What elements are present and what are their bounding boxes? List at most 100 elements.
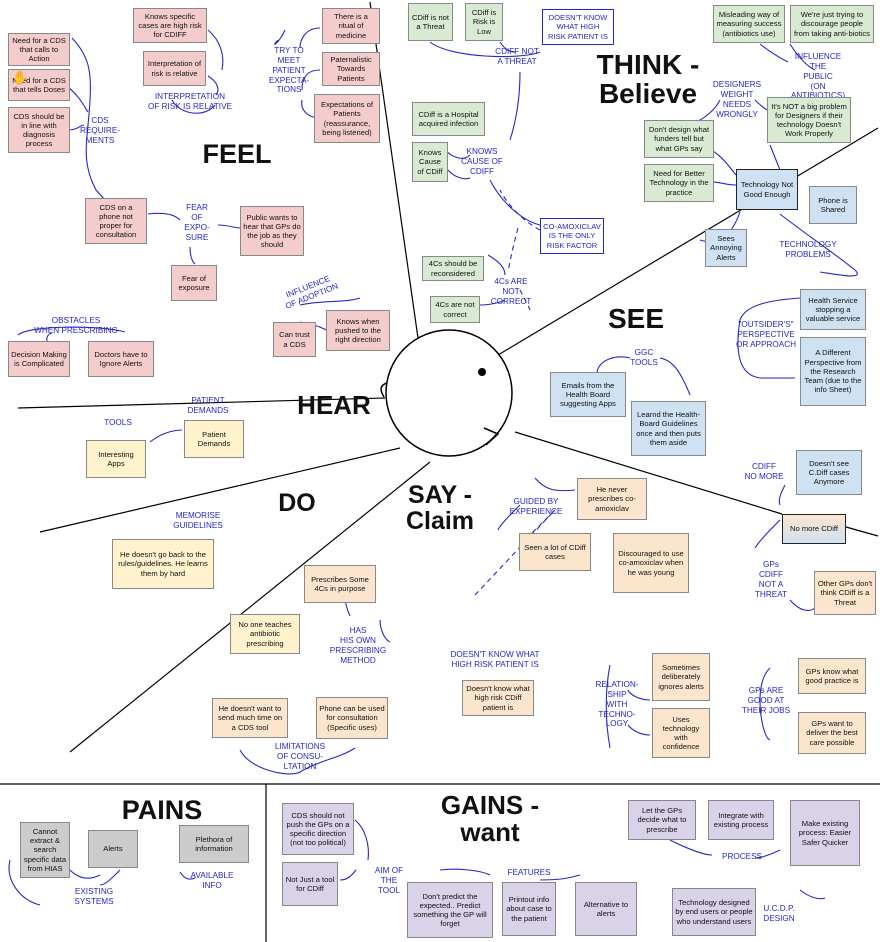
note-doesnt-know-high-risk: Doesn't know what high risk CDiff patien… bbox=[462, 680, 534, 716]
section-hear: HEAR bbox=[297, 390, 371, 420]
note-phone-consultation: Phone can be used for consultation (Spec… bbox=[316, 697, 388, 739]
note-doesnt-want-cds-time: He doesn't want to send much time on a C… bbox=[212, 698, 288, 738]
note-paternalistic: Paternalistic Towards Patients bbox=[322, 52, 380, 86]
note-gps-know-practice: GPs know what good practice is bbox=[798, 658, 866, 694]
label-memorise: MEMORISE GUIDELINES bbox=[173, 511, 223, 530]
dashed-link-a bbox=[474, 509, 556, 596]
section-see: SEE bbox=[607, 303, 665, 334]
note-prescribes-4cs: Prescribes Some 4Cs in purpose bbox=[304, 565, 376, 603]
note-let-gps-decide: Let the GPs decide what to prescribe bbox=[628, 800, 696, 840]
label-coamoxiclav-risk: CO-AMOXICLAV IS THE ONLY RISK FACTOR bbox=[540, 218, 604, 254]
label-cds-requirements: CDS REQUIRE- MENTS bbox=[79, 116, 121, 145]
note-other-gps-cdiff: Other GPs don't think CDiff is a Threat bbox=[814, 571, 876, 615]
label-own-method: HAS HIS OWN PRESCRIBING METHOD bbox=[329, 626, 387, 665]
coamoxiclav-risk-text: CO-AMOXICLAV IS THE ONLY RISK FACTOR bbox=[543, 222, 601, 250]
label-limitations: LIMITATIONS OF CONSU- LTATION bbox=[274, 742, 326, 771]
note-doesnt-see-cdiff: Doesn't see C.Diff cases Anymore bbox=[796, 450, 862, 495]
note-interpretation-relative: Interpretation of risk is relative bbox=[143, 51, 206, 86]
label-ggc-tools: GGC TOOLS bbox=[630, 348, 658, 367]
note-integrate-process: Integrate with existing process bbox=[708, 800, 774, 840]
note-never-prescribes: He never prescribes co-amoxiclav bbox=[577, 478, 647, 520]
section-feel: FEEL bbox=[202, 139, 272, 169]
note-cds-should-not-push: CDS should not push the GPs on a specifi… bbox=[282, 803, 354, 855]
label-patient-demands: PATIENT DEMANDS bbox=[187, 396, 229, 415]
label-technology-problems: TECHNOLOGY PROBLEMS bbox=[779, 240, 837, 259]
label-dont-know-high-risk: DOESN'T KNOW WHAT HIGH RISK PATIENT IS bbox=[542, 9, 614, 45]
note-4cs-not-correct: 4Cs are not correct bbox=[430, 296, 480, 323]
label-tools: TOOLS bbox=[104, 418, 132, 427]
label-doesnt-know-what: DOESN'T KNOW WHAT HIGH RISK PATIENT IS bbox=[450, 650, 540, 669]
note-alternative-alerts: Alternative to alerts bbox=[575, 882, 637, 936]
label-designers-weight: DESIGNERS WEIGHT NEEDS WRONGLY bbox=[712, 80, 762, 119]
hand-cursor-icon: ✋ bbox=[12, 70, 29, 85]
note-printout-info: Printout info about case to the patient bbox=[502, 882, 556, 936]
note-plethora-information: Plethora of information bbox=[179, 825, 249, 863]
note-no-one-teaches: No one teaches antibiotic prescribing bbox=[230, 614, 300, 654]
section-think: THINK - Believe bbox=[596, 49, 700, 110]
note-discouraged-coamoxiclav: Discouraged to use co-amoxiclav when he … bbox=[613, 533, 689, 593]
note-hospital-acquired: CDiff is a Hospital acquired infection bbox=[412, 102, 485, 136]
note-cannot-extract-hias: Cannot extract & search specific data fr… bbox=[20, 822, 70, 878]
note-different-perspective: A Different Perspective from the Researc… bbox=[800, 337, 866, 406]
note-ignore-alerts: Doctors have to Ignore Alerts bbox=[88, 341, 154, 377]
note-cds-tells-doses: Need for a CDS that tells Doses bbox=[8, 69, 70, 101]
note-not-big-problem: It's NOT a big problem for Designers if … bbox=[767, 97, 851, 143]
label-aim-of-tool: AIM OF THE TOOL bbox=[374, 866, 404, 895]
divider-feel-hear bbox=[17, 397, 386, 409]
note-cdiff-risk-low: CDiff is Risk is Low bbox=[465, 3, 503, 41]
label-guided-by-experience: GUIDED BY EXPERIENCE bbox=[509, 497, 563, 516]
note-interesting-apps: Interesting Apps bbox=[86, 440, 146, 478]
label-ucdp: U.C.D.P. DESIGN bbox=[763, 904, 795, 923]
label-outsiders: "OUTSIDER'S" PERSPECTIVE OR APPROACH bbox=[735, 320, 797, 349]
note-seen-lot-cdiff: Seen a lot of CDiff cases bbox=[519, 533, 591, 571]
label-cdiff-not-threat: CDIFF NOT A THREAT bbox=[495, 47, 539, 66]
note-ritual-of-medicine: There is a ritual of medicine bbox=[322, 8, 380, 44]
section-pains: PAINS bbox=[121, 795, 203, 825]
label-features: FEATURES bbox=[507, 868, 551, 877]
note-knows-when-pushed: Knows when pushed to the right direction bbox=[326, 310, 390, 351]
ear-shape bbox=[380, 382, 388, 398]
note-alerts: Alerts bbox=[88, 830, 138, 868]
note-patient-demands: Patient Demands bbox=[184, 420, 244, 458]
note-emails-health-board: Emails from the Health Board suggesting … bbox=[550, 372, 626, 417]
label-relationship: RELATION- SHIP WITH TECHNO- LOGY bbox=[595, 680, 639, 729]
divider-see-say-a bbox=[514, 431, 783, 515]
mouth-shape bbox=[483, 427, 500, 446]
note-dont-design-funders: Don't design what funders tell but what … bbox=[644, 120, 714, 158]
note-doesnt-go-back-rules: He doesn't go back to the rules/guidelin… bbox=[112, 539, 214, 589]
label-gps-cdiff-threat: GPs CDIFF NOT A THREAT bbox=[754, 560, 788, 599]
note-misleading-success: Misleading way of measuring success (ant… bbox=[713, 5, 785, 43]
label-interpretation-of-risk: INTERPRETATION OF RISK IS RELATIVE bbox=[147, 92, 233, 111]
label-existing-systems: EXISTING SYSTEMS bbox=[74, 887, 114, 906]
divider-see-say-b bbox=[845, 526, 879, 537]
label-cdiff-no-more: CDIFF NO MORE bbox=[744, 462, 784, 481]
note-designed-by-end-users: Technology designed by end users or peop… bbox=[672, 888, 756, 936]
note-technology-not-good: Technology Not Good Enough bbox=[736, 169, 798, 210]
note-phone-shared: Phone is Shared bbox=[809, 186, 857, 224]
note-knows-cause-cdiff: Knows Cause of CDiff bbox=[412, 142, 448, 182]
note-ignores-alerts: Sometimes deliberately ignores alerts bbox=[652, 653, 710, 701]
label-available-info: AVAILABLE INFO bbox=[190, 871, 234, 890]
note-gps-want-best-care: GPs want to deliver the best care possib… bbox=[798, 712, 866, 754]
note-cds-calls-to-action: Need for a CDS that calls to Action bbox=[8, 33, 70, 66]
label-influence-public: INFLUENCE THE PUBLIC (ON ANTIBIOTICS) bbox=[790, 52, 846, 101]
dont-know-high-risk-text: DOESN'T KNOW WHAT HIGH RISK PATIENT IS bbox=[548, 13, 608, 41]
note-cds-in-line-diagnosis: CDS should be in line with diagnosis pro… bbox=[8, 107, 70, 153]
note-fear-of-exposure: Fear of exposure bbox=[171, 265, 217, 301]
note-expectations-of-patients: Expectations of Patients (reassurance, b… bbox=[314, 94, 380, 143]
note-no-more-cdiff: No more CDiff bbox=[782, 514, 846, 544]
eye-dot bbox=[478, 368, 486, 376]
label-process: PROCESS bbox=[721, 852, 763, 861]
section-gains: GAINS - want bbox=[440, 790, 540, 848]
note-uses-technology: Uses technology with confidence bbox=[652, 708, 710, 758]
note-specific-cases-high-risk: Knows specific cases are high risk for C… bbox=[133, 8, 207, 43]
head-drawing bbox=[380, 329, 513, 457]
note-decision-making: Decision Making is Complicated bbox=[8, 341, 70, 377]
divider-hear-do bbox=[39, 447, 401, 533]
label-fear-of-exposure: FEAR OF EXPO- SURE bbox=[184, 203, 210, 242]
note-learnd-guidelines: Learnd the Health-Board Guidelines once … bbox=[631, 401, 706, 456]
note-better-technology: Need for Better Technology in the practi… bbox=[644, 164, 714, 202]
note-cds-phone-not-proper: CDS on a phone not proper for consultati… bbox=[85, 198, 147, 244]
